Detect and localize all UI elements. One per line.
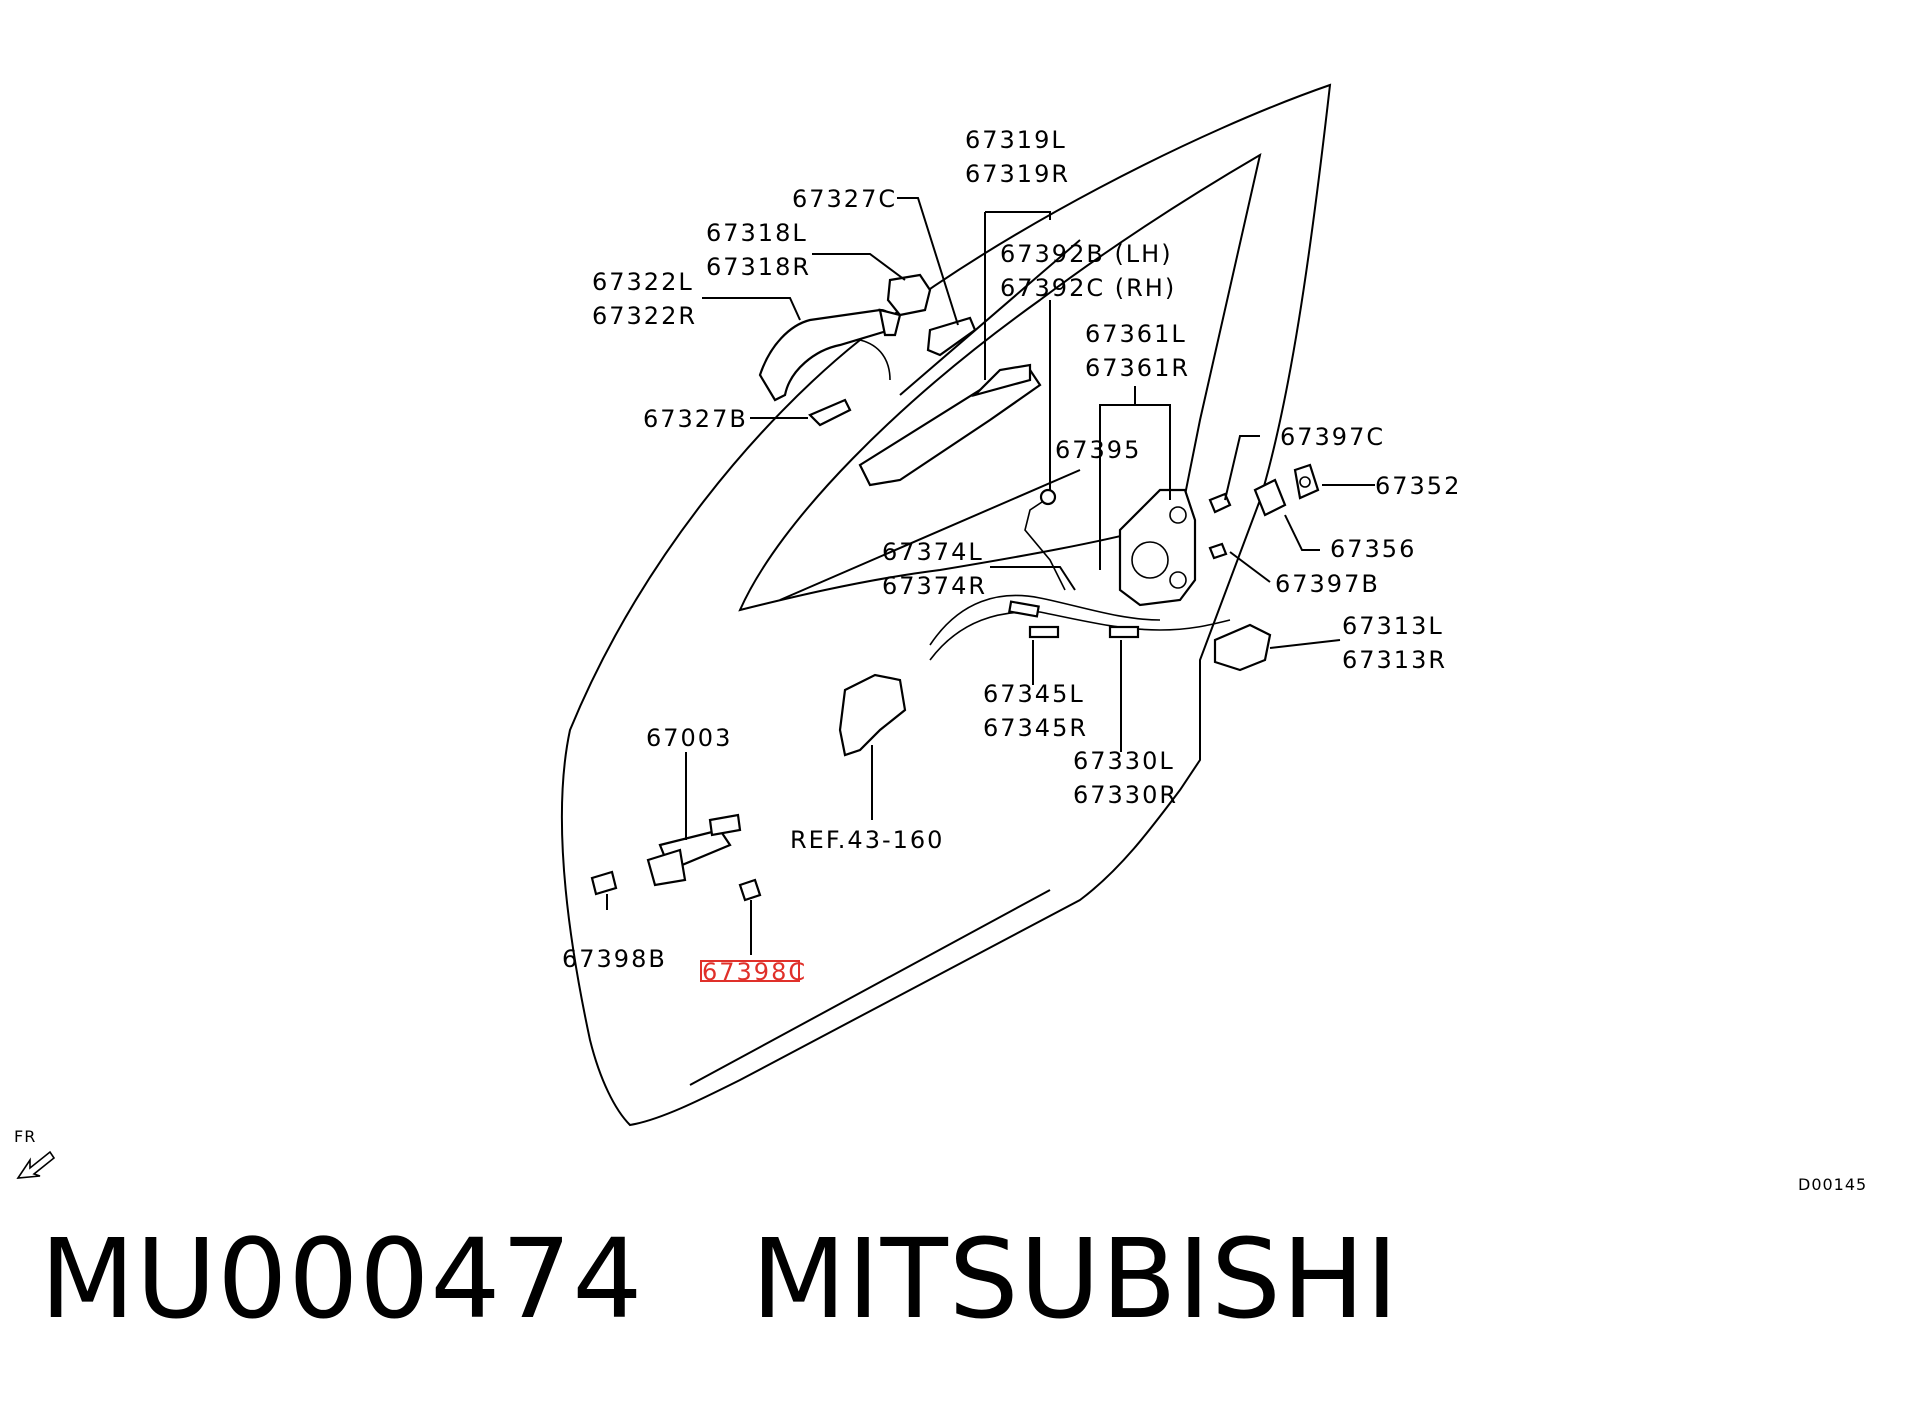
callout-67398c: 67398C	[702, 958, 807, 986]
callout-67361l: 67361L	[1085, 320, 1187, 348]
callout-67374l: 67374L	[882, 538, 984, 566]
caption: MU000474 MITSUBISHI	[40, 1215, 1399, 1343]
callout-67397b: 67397B	[1275, 570, 1380, 598]
callout-67397c: 67397C	[1280, 423, 1385, 451]
handle-frame	[858, 363, 1042, 487]
callout-67327c: 67327C	[792, 185, 897, 213]
striker-shim	[1293, 463, 1320, 500]
callout-67327b: 67327B	[643, 405, 748, 433]
callout-67392b: 67392B (LH)	[1000, 240, 1173, 268]
callout-67398b: 67398B	[562, 945, 667, 973]
callout-67322l: 67322L	[592, 268, 694, 296]
lock-rod	[1024, 488, 1066, 591]
callout-67318l: 67318L	[706, 219, 808, 247]
diagram-code: D00145	[1798, 1175, 1867, 1194]
striker	[1253, 478, 1287, 517]
caption-part-number: MU000474	[40, 1215, 644, 1343]
callout-67322r: 67322R	[592, 302, 697, 330]
callout-67356: 67356	[1330, 535, 1416, 563]
handle-pad-rear	[808, 398, 852, 427]
handle-pad-front	[926, 316, 977, 357]
callout-67319r: 67319R	[965, 160, 1070, 188]
callout-67395: 67395	[1055, 436, 1141, 464]
callout-67374r: 67374R	[882, 572, 987, 600]
door-check-bolt-left	[590, 870, 618, 896]
highlighted-part-67398c[interactable]: 67398C	[700, 958, 807, 986]
callout-67003: 67003	[646, 724, 732, 752]
front-direction-indicator: FR	[14, 1127, 56, 1179]
callout-ref-43-160: REF.43-160	[790, 826, 944, 854]
callout-67392c: 67392C (RH)	[1000, 274, 1176, 302]
callout-67318r: 67318R	[706, 253, 811, 281]
callout-67319l: 67319L	[965, 126, 1067, 154]
callout-67313r: 67313R	[1342, 646, 1447, 674]
door-latch-assembly	[1118, 488, 1197, 607]
leader-lines	[606, 197, 1375, 955]
direction-label: FR	[14, 1127, 36, 1146]
door-check	[646, 813, 742, 887]
outer-door-handle	[758, 308, 902, 402]
screw-lower	[1208, 542, 1228, 560]
callout-67345l: 67345L	[983, 680, 1085, 708]
caption-brand: MITSUBISHI	[751, 1215, 1400, 1343]
front-arrow-icon	[16, 1150, 56, 1179]
lock-cables	[929, 594, 1231, 661]
lock-actuator	[1213, 623, 1272, 672]
callout-67361r: 67361R	[1085, 354, 1190, 382]
callout-67330l: 67330L	[1073, 747, 1175, 775]
screw-upper	[1208, 492, 1232, 514]
callout-67345r: 67345R	[983, 714, 1088, 742]
door-outline	[560, 83, 1332, 1127]
handle-cap	[886, 273, 932, 317]
inside-door-handle	[838, 673, 907, 757]
door-check-bolt-right	[738, 878, 762, 902]
callout-67330r: 67330R	[1073, 781, 1178, 809]
highlight-box	[700, 960, 800, 982]
callout-67352: 67352	[1375, 472, 1461, 500]
callout-67313l: 67313L	[1342, 612, 1444, 640]
